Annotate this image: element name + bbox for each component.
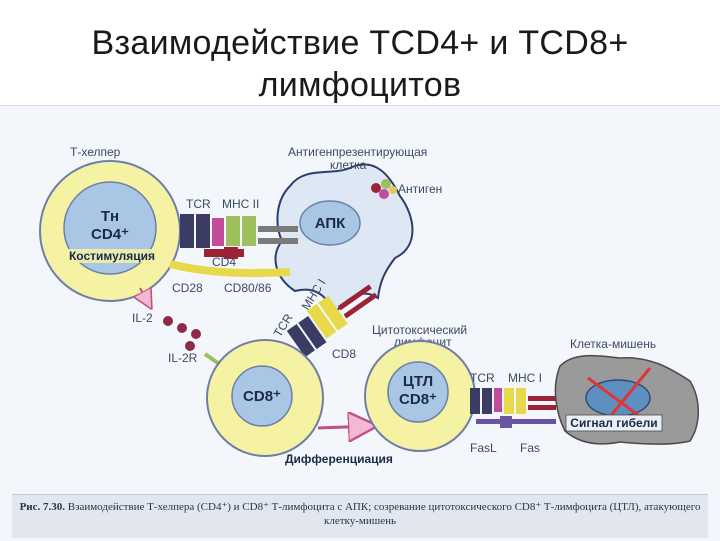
figure-panel: Тн CD4⁺ Костимуляция Т-хелпер АПК Антиге… (0, 105, 720, 541)
apc-title-2: клетка (330, 158, 367, 172)
th-label-2: CD4⁺ (91, 226, 129, 243)
apc-title-1: Антигенпрезентирующая (288, 145, 427, 159)
ctl-label-1: ЦТЛ (403, 373, 433, 390)
cd8-cell: CD8⁺ (206, 339, 324, 457)
th-label-1: Тн (101, 208, 119, 225)
fasl-label: FasL (470, 441, 497, 455)
il2-molecules (163, 316, 201, 351)
ctl-title-1: Цитотоксический (372, 323, 467, 337)
tcr-mhc2-complex (180, 214, 298, 259)
death-signal-label: Сигнал гибели (570, 416, 657, 430)
slide-title: Взаимодействие TCD4+ и TCD8+ лимфоцитов (0, 22, 720, 106)
tcr-mhc1-right-complex (470, 388, 556, 428)
caption-text: Взаимодействие Т-хелпера (CD4⁺) и CD8⁺ Т… (67, 501, 701, 527)
cd28-cd80-bond (169, 260, 291, 278)
figure-caption: Рис. 7.30. Взаимодействие Т-хелпера (CD4… (12, 494, 708, 538)
il2r-label: IL-2R (168, 351, 198, 365)
ctl-label-2: CD8⁺ (399, 391, 437, 408)
il2-label: IL-2 (132, 311, 153, 325)
cd80-label: CD80/86 (224, 281, 272, 295)
cd8-cell-label: CD8⁺ (243, 388, 281, 405)
antigen-label: Антиген (398, 182, 442, 196)
costim-label: Костимуляция (69, 249, 155, 263)
cd28-label: CD28 (172, 281, 203, 295)
t-helper-label: Т-хелпер (70, 145, 121, 159)
caption-prefix: Рис. 7.30. (19, 501, 66, 513)
differentiation-arrow (317, 426, 372, 428)
diff-label: Дифференциация (285, 452, 393, 466)
ctl-cell: ЦТЛ CD8⁺ (364, 340, 476, 452)
target-label: Клетка-мишень (570, 337, 656, 351)
tcr-mhc1-complex (286, 284, 378, 358)
t-helper-cell: Тн CD4⁺ Костимуляция (39, 160, 181, 302)
fas-label: Fas (520, 441, 540, 455)
tcr-top-label: TCR (186, 197, 211, 211)
mhc2-label: MHC II (222, 197, 259, 211)
diagram: Тн CD4⁺ Костимуляция Т-хелпер АПК Антиге… (39, 145, 699, 466)
antigen-icon (371, 179, 397, 199)
title-line-1: Взаимодействие TCD4+ и TCD8+ (91, 24, 629, 62)
cd8-label: CD8 (332, 347, 356, 361)
cd4-label: CD4 (212, 255, 236, 269)
death-signal-box (565, 414, 663, 432)
title-line-2: лимфоцитов (258, 66, 462, 104)
il2-arrow (140, 288, 150, 306)
mhc1-right-label: MHC I (508, 371, 542, 385)
tcr-right-label: TCR (470, 371, 495, 385)
apc-label: АПК (315, 215, 346, 232)
apc-nucleus (299, 200, 361, 246)
